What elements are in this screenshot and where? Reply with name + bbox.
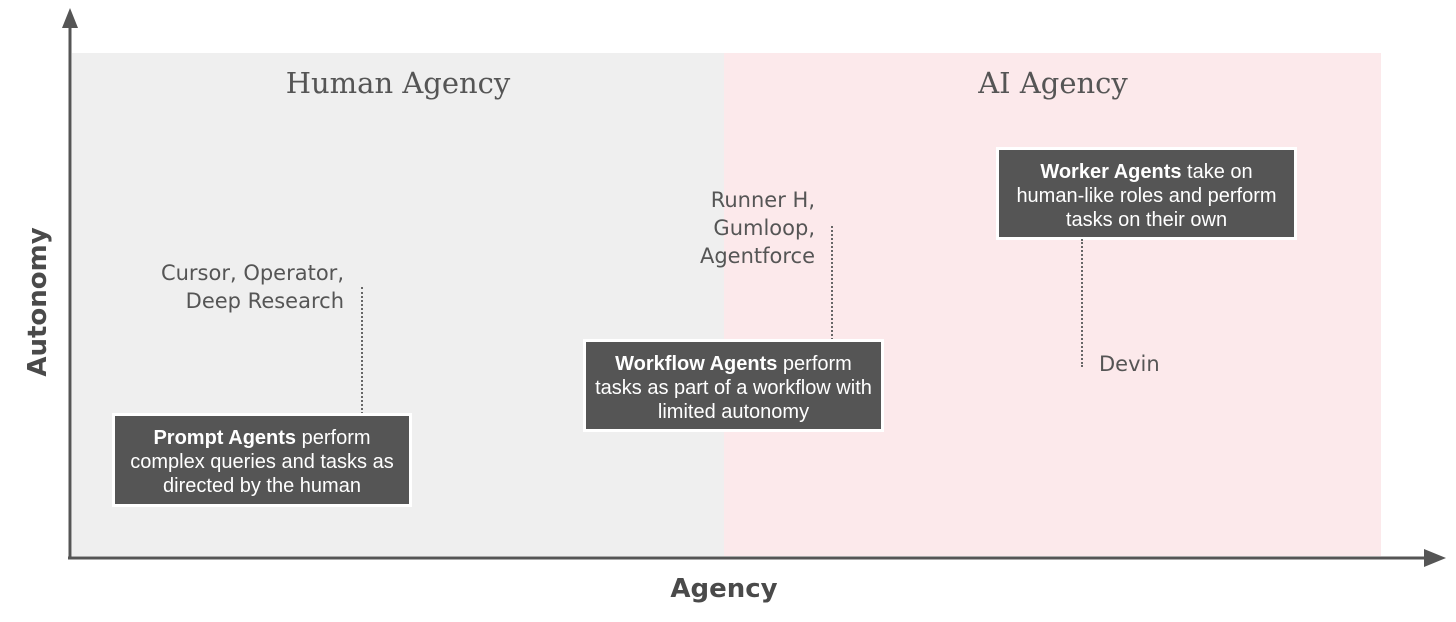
ai-agency-region — [724, 53, 1381, 556]
x-axis-arrow — [1424, 549, 1446, 567]
workflow-agents-box: Workflow Agents perform tasks as part of… — [583, 339, 884, 432]
y-axis-label: Autonomy — [23, 227, 53, 377]
ai-agency-title: AI Agency — [978, 66, 1128, 100]
y-axis-arrow — [62, 8, 78, 28]
prompt-agent-leader-line — [361, 287, 363, 414]
worker-agent-leader-line — [1081, 239, 1083, 367]
human-agency-title: Human Agency — [285, 66, 511, 100]
workflow-agent-leader-line — [831, 226, 833, 340]
worker-agents-description: take on human-like roles and perform tas… — [1016, 161, 1277, 231]
workflow-agents-description: perform tasks as part of a workflow with… — [595, 353, 872, 423]
x-axis-label: Agency — [670, 574, 778, 604]
prompt-agents-name: Prompt Agents — [153, 427, 297, 449]
prompt-agents-box: Prompt Agents perform complex queries an… — [112, 413, 412, 507]
worker-agents-name: Worker Agents — [1040, 161, 1182, 183]
worker-agents-box: Worker Agents take on human-like roles a… — [996, 147, 1297, 240]
prompt-agents-description: perform complex queries and tasks as dir… — [130, 427, 394, 497]
prompt-agent-examples: Cursor, Operator, Deep Research — [160, 261, 344, 313]
workflow-agents-name: Workflow Agents — [615, 353, 778, 375]
worker-agent-examples: Devin — [1099, 352, 1160, 376]
workflow-agent-examples: Runner H, Gumloop, Agentforce — [699, 188, 815, 268]
